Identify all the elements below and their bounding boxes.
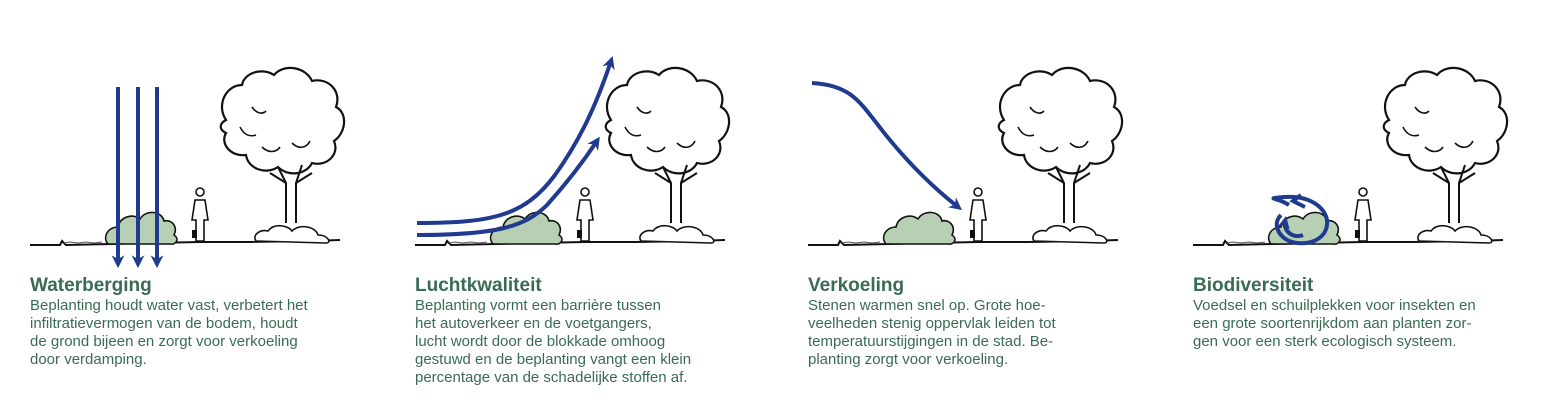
verkoeling-illustration xyxy=(806,66,1124,247)
panel-luchtkwaliteit: Luchtkwaliteit Beplanting vormt een barr… xyxy=(413,0,755,403)
description-line: temperatuurstijgingen in de stad. Be- xyxy=(808,333,1054,350)
panel-title: Luchtkwaliteit xyxy=(415,275,542,296)
description-line: Voedsel en schuilplekken voor insekten e… xyxy=(1193,297,1476,314)
panel-description: Beplanting vormt een barrière tussen het… xyxy=(415,297,755,387)
blue-arrow-icon xyxy=(111,87,164,269)
description-line: Beplanting houdt water vast, verbetert h… xyxy=(30,297,308,314)
blue-arrow-icon xyxy=(416,56,615,237)
panel-description: Beplanting houdt water vast, verbetert h… xyxy=(30,297,370,369)
description-line: gestuwd en de beplanting vangt een klein xyxy=(415,351,692,368)
description-line: een grote soortenrijkdom aan planten zor… xyxy=(1193,315,1472,332)
panel-title: Waterberging xyxy=(30,275,152,296)
panel-description: Voedsel en schuilplekken voor insekten e… xyxy=(1193,297,1533,351)
description-line: lucht wordt door de blokkade omhoog xyxy=(415,333,666,350)
panel-title: Biodiversiteit xyxy=(1193,275,1314,296)
description-line: door verdamping. xyxy=(30,351,147,368)
description-line: gen voor een sterk ecologisch systeem. xyxy=(1193,333,1457,350)
description-line: Stenen warmen snel op. Grote hoe- xyxy=(808,297,1046,314)
luchtkwaliteit-illustration xyxy=(413,56,731,247)
panel-waterberging: Waterberging Beplanting houdt water vast… xyxy=(28,0,370,403)
description-line: het autoverkeer en de voetgangers, xyxy=(415,315,652,332)
circular-arrow-icon xyxy=(1271,193,1330,246)
panel-description: Stenen warmen snel op. Grote hoe- veelhe… xyxy=(808,297,1148,369)
waterberging-illustration xyxy=(28,66,346,269)
description-line: Beplanting vormt een barrière tussen xyxy=(415,297,661,314)
description-line: infiltratievermogen van de bodem, houdt xyxy=(30,315,298,332)
panel-biodiversiteit: Biodiversiteit Voedsel en schuilplekken … xyxy=(1191,0,1533,403)
panel-verkoeling: Verkoeling Stenen warmen snel op. Grote … xyxy=(806,0,1148,403)
biodiversiteit-illustration xyxy=(1191,66,1509,247)
description-line: de grond bijeen en zorgt voor verkoeling xyxy=(30,333,298,350)
description-line: percentage van de schadelijke stoffen af… xyxy=(415,369,688,386)
blue-arrow-icon xyxy=(811,81,963,211)
description-line: veelheden stenig oppervlak leiden tot xyxy=(808,315,1056,332)
panel-title: Verkoeling xyxy=(808,275,905,296)
description-line: planting zorgt voor verkoeling. xyxy=(808,351,1009,368)
